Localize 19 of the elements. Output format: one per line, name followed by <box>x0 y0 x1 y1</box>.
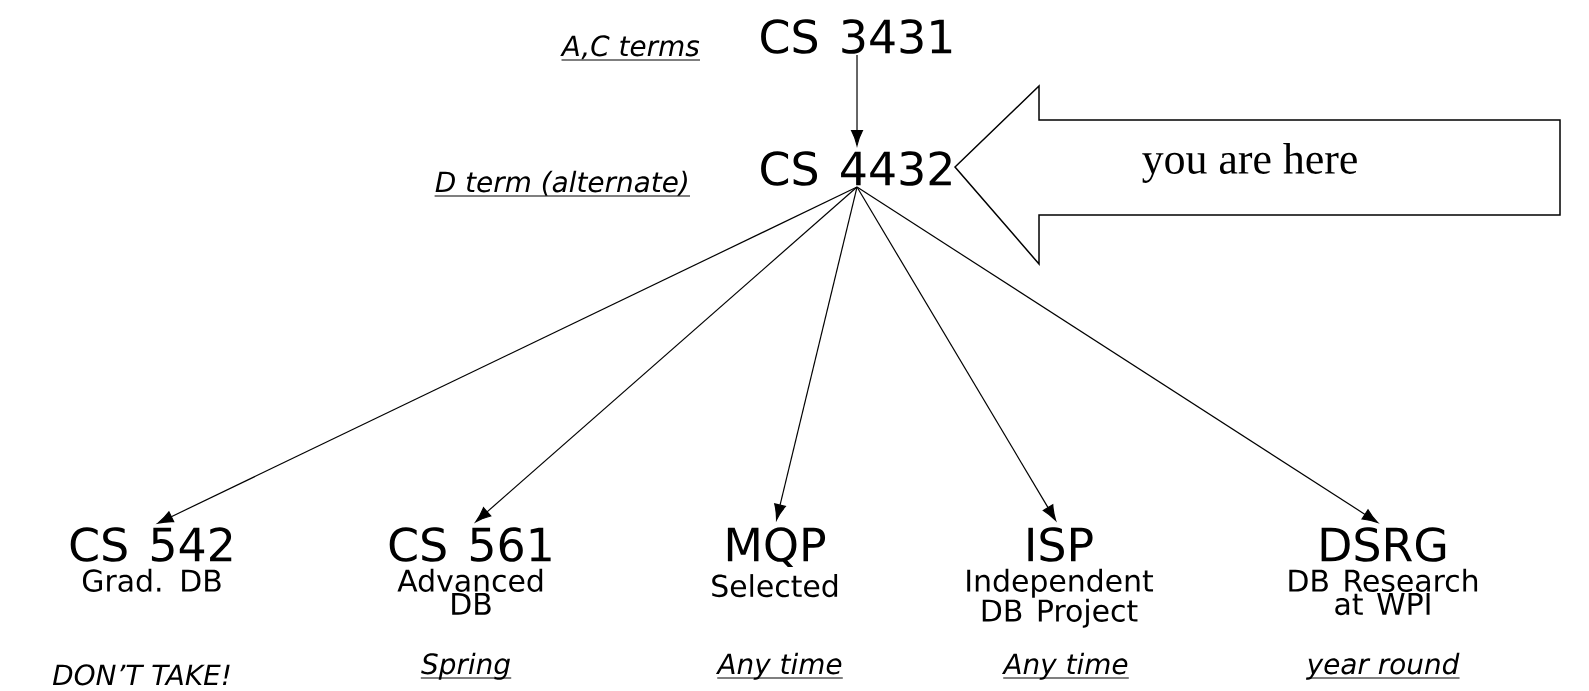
note: DON’T TAKE! <box>52 664 230 686</box>
underlined-note: D term (alternate) <box>434 170 691 197</box>
arrow <box>774 186 858 521</box>
arrow <box>475 186 858 523</box>
course-code: CS 4432 <box>761 151 951 186</box>
arrow <box>850 54 864 146</box>
underlined-note: Any time <box>1001 652 1130 680</box>
course-label: MQP Selected <box>712 527 838 598</box>
underlined-note: A,C terms <box>560 35 701 61</box>
course-label: DSRG DB Research at WPI <box>1289 527 1478 616</box>
course-label: ISP Independent DB Project <box>967 527 1154 628</box>
underlined-note: year round <box>1305 652 1461 680</box>
underlined-note: Any time <box>715 652 844 680</box>
course-label: CS 542 Grad. DB <box>70 527 232 592</box>
course-label: CS 561 Advanced DB <box>389 527 551 615</box>
arrow <box>856 186 1379 524</box>
course-code: CS 3431 <box>761 19 952 54</box>
arrow <box>856 186 1057 521</box>
underlined-note: Spring <box>420 652 512 680</box>
